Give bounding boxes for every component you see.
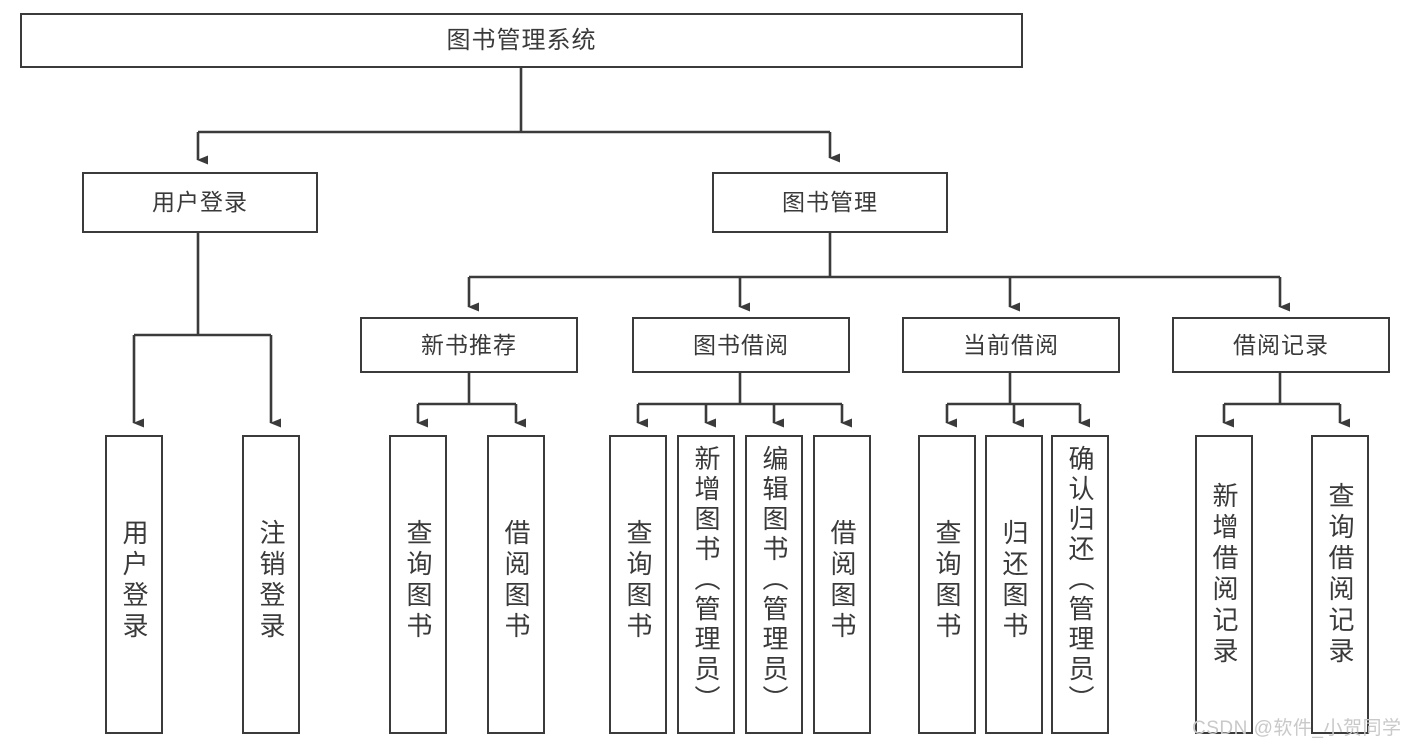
node-label: 查询借阅记录 (1325, 482, 1355, 668)
node-label: 借阅图书 (501, 519, 531, 643)
leaf-current-return-books[interactable]: 归还图书 (985, 435, 1043, 734)
leaf-borrow-borrow-books[interactable]: 借阅图书 (813, 435, 871, 734)
leaf-new-book-borrow-books[interactable]: 借阅图书 (487, 435, 545, 734)
node-label: 用户登录 (119, 519, 149, 643)
leaf-user-login-login[interactable]: 用户登录 (105, 435, 163, 734)
node-label: 借阅图书 (827, 519, 857, 643)
node-user-login[interactable]: 用户登录 (82, 172, 318, 233)
node-label: 查询图书 (403, 519, 433, 643)
leaf-current-query-books[interactable]: 查询图书 (918, 435, 976, 734)
node-label: 查询图书 (623, 519, 653, 643)
node-borrow-record[interactable]: 借阅记录 (1172, 317, 1390, 373)
node-label: 图书借阅 (693, 331, 789, 358)
node-label: 图书管理系统 (446, 26, 597, 54)
leaf-borrow-edit-book-admin[interactable]: 编辑图书（管理员） (745, 435, 803, 734)
leaf-record-query-borrow-record[interactable]: 查询借阅记录 (1311, 435, 1369, 734)
node-current-borrow[interactable]: 当前借阅 (902, 317, 1120, 373)
leaf-new-book-query-books[interactable]: 查询图书 (389, 435, 447, 734)
node-label: 新书推荐 (421, 331, 517, 358)
node-label: 用户登录 (152, 189, 248, 215)
leaf-borrow-query-books[interactable]: 查询图书 (609, 435, 667, 734)
node-label: 图书管理 (782, 189, 878, 215)
node-label: 新增借阅记录 (1209, 482, 1239, 668)
node-label: 归还图书 (999, 519, 1029, 643)
node-book-management[interactable]: 图书管理 (712, 172, 948, 233)
node-label: 确认归还（管理员） (1065, 445, 1095, 715)
leaf-borrow-add-book-admin[interactable]: 新增图书（管理员） (677, 435, 735, 734)
node-label: 注销登录 (256, 519, 286, 643)
node-new-book-recommend[interactable]: 新书推荐 (360, 317, 578, 373)
node-label: 查询图书 (932, 519, 962, 643)
leaf-record-add-borrow-record[interactable]: 新增借阅记录 (1195, 435, 1253, 734)
leaf-user-login-logout[interactable]: 注销登录 (242, 435, 300, 734)
leaf-current-confirm-return-admin[interactable]: 确认归还（管理员） (1051, 435, 1109, 734)
node-label: 新增图书（管理员） (691, 445, 721, 715)
node-root-book-management-system[interactable]: 图书管理系统 (20, 13, 1023, 68)
node-label: 当前借阅 (963, 331, 1059, 358)
node-label: 编辑图书（管理员） (759, 445, 789, 715)
node-book-borrow[interactable]: 图书借阅 (632, 317, 850, 373)
node-label: 借阅记录 (1233, 331, 1329, 358)
